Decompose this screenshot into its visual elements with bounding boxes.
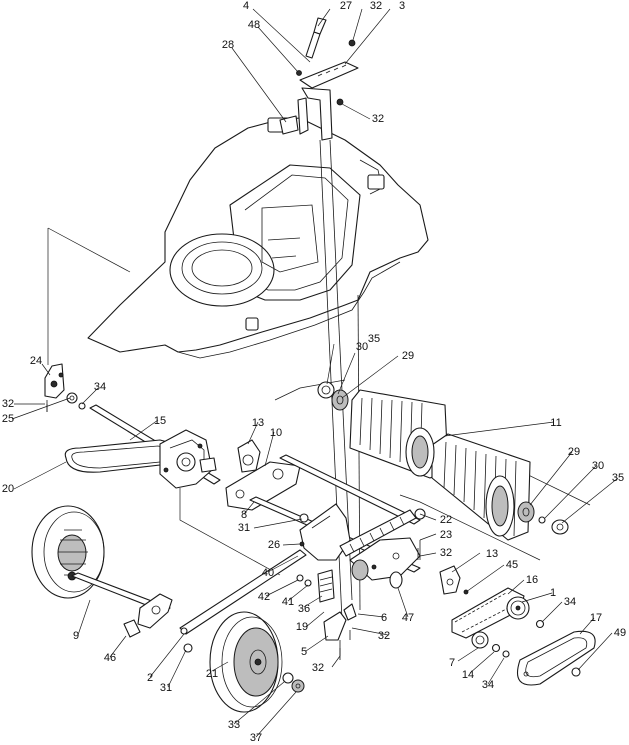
height-stop-5 [323,603,357,656]
callout-37: 37 [250,732,262,744]
bracket-plate-22 [299,503,351,561]
screws-32 [46,404,419,660]
callout-32e: 32 [378,630,390,642]
callout-11: 11 [550,417,561,429]
callout-8: 8 [241,509,247,521]
callout-4: 4 [243,0,249,12]
callout-46: 46 [104,652,116,664]
callout-32c: 32 [2,398,14,410]
callout-45: 45 [506,559,518,571]
small-pins [296,540,421,587]
front-wheel [209,611,283,713]
callout-34b: 34 [564,596,576,608]
bearing-31 [299,513,309,523]
callout-24: 24 [30,355,42,367]
roller-bearings-right [517,501,569,535]
callout-32d: 32 [440,547,452,559]
callout-1: 1 [550,587,556,599]
callout-10: 10 [270,427,282,439]
callout-40: 40 [262,567,274,579]
mower-deck [87,117,429,359]
callout-2: 2 [147,672,153,684]
callout-13a: 13 [252,417,264,429]
roller-bearings-left [317,381,349,411]
callout-22: 22 [440,514,452,526]
callout-35b: 35 [612,472,624,484]
roller-plate-10 [225,461,301,511]
callout-36: 36 [298,603,310,615]
height-adjust-lever [279,17,359,141]
wheel-nut [282,672,305,693]
callout-34a: 34 [94,381,106,393]
callout-32a: 32 [370,0,382,12]
gearbox [159,429,217,489]
chain-bracket-13 [439,565,469,595]
chain-washers [491,619,545,658]
callout-17: 17 [590,612,602,624]
chain-cover-17 [516,630,596,686]
callout-27: 27 [340,0,352,12]
spacer-47 [389,571,403,589]
roller-11 [349,389,531,541]
tension-spring-22 [339,508,426,557]
callout-21: 21 [206,668,218,680]
axle-bracket-46 [123,593,173,638]
callout-30b: 30 [592,460,604,472]
callout-15: 15 [154,415,166,427]
height-linkage-bar [179,549,307,653]
callout-47: 47 [402,612,414,624]
callout-28: 28 [222,39,234,51]
callout-29a: 29 [402,350,414,362]
callout-41: 41 [282,596,294,608]
lever-handle [305,31,321,59]
roller-bracket-13 [237,439,261,473]
callout-26: 26 [268,539,280,551]
callout-13b: 13 [486,548,498,560]
spring-36 [317,569,335,603]
callout-16: 16 [526,574,538,586]
callout-3: 3 [399,0,405,12]
rear-bracket-24 [44,363,86,412]
callout-49: 49 [614,627,626,639]
callout-32f: 32 [312,662,324,674]
lever-quadrant-plate [299,61,359,89]
callout-34c: 34 [482,679,494,691]
callout-29b: 29 [568,446,580,458]
callout-35a: 35 [368,333,380,345]
callout-25: 25 [2,413,14,425]
callout-32b: 32 [372,113,384,125]
callout-31a: 31 [238,522,250,534]
callout-48: 48 [248,19,260,31]
callout-6: 6 [381,612,387,624]
callout-19: 19 [296,621,308,633]
callout-30a: 30 [356,341,368,353]
callout-20: 20 [2,483,14,495]
leader-lines [11,8,619,738]
callout-23: 23 [440,529,452,541]
callout-33: 33 [228,719,240,731]
callout-42: 42 [258,591,270,603]
callout-9: 9 [73,630,79,642]
rear-wheel-left [31,505,105,599]
callout-5: 5 [301,646,307,658]
blade-housing-ring [169,233,275,307]
sprocket-7 [471,631,489,649]
callout-31b: 31 [160,682,172,694]
sprocket-1 [506,596,530,620]
rear-axle [71,572,171,613]
callout-14: 14 [462,669,474,681]
callout-7: 7 [449,657,455,669]
